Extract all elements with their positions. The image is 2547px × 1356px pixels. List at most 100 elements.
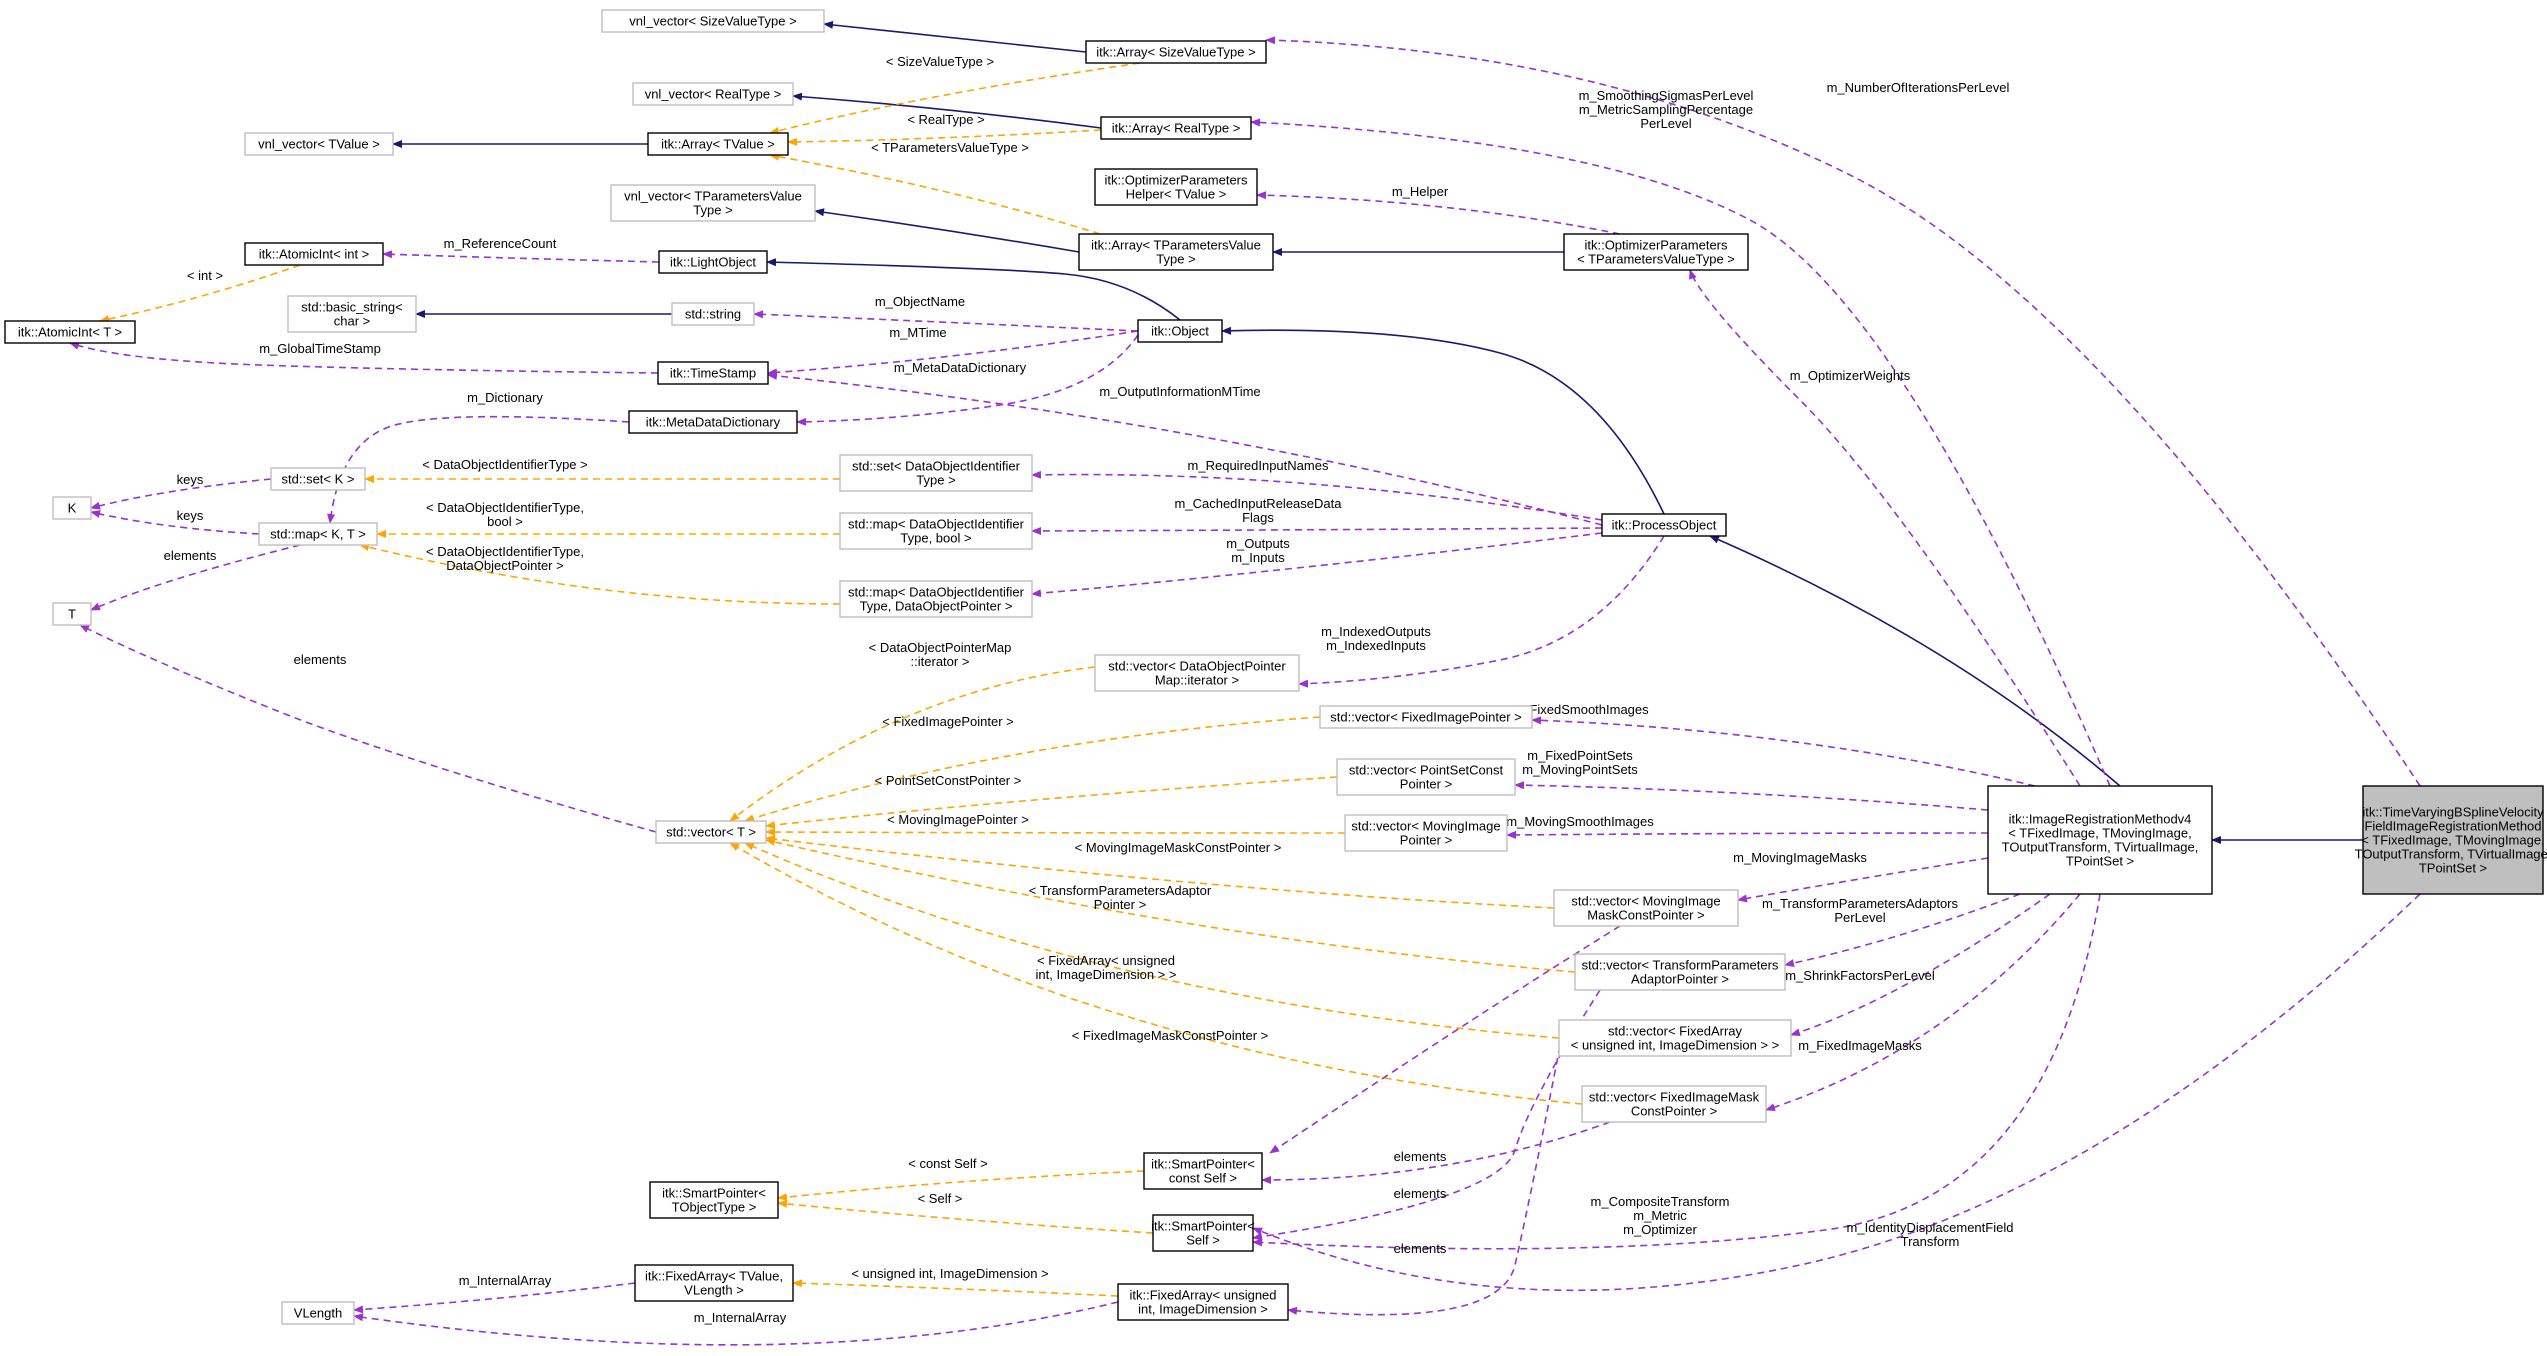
class-node-label: itk::AtomicInt< T > [18,325,122,340]
class-node-label: T [68,607,76,622]
class-node-process-obj[interactable]: itk::ProcessObject [1601,513,1727,537]
class-node-vnl-size[interactable]: vnl_vector< SizeValueType > [601,9,825,33]
class-node-vec-fa[interactable]: std::vector< FixedArray< unsigned int, I… [1558,1019,1792,1057]
class-node-box [1085,40,1267,64]
class-node-k[interactable]: K [52,496,92,520]
class-node-sp-to[interactable]: itk::SmartPointer<TObjectType > [649,1181,779,1219]
edge-label-line: m_OutputInformationMTime [1099,384,1260,399]
class-node-timestamp[interactable]: itk::TimeStamp [657,361,769,385]
edge-label-line: DataObjectPointer > [446,558,563,573]
class-node-opt-params[interactable]: itk::OptimizerParameters< TParametersVal… [1563,233,1749,271]
class-node-label-line: std::vector< T > [666,825,756,840]
class-node-label: vnl_vector< TValue > [258,137,380,152]
edge-label-line: m_Helper [1392,184,1449,199]
class-node-label-line: char > [334,314,371,329]
class-node-label-line: vnl_vector< TValue > [258,137,380,152]
edge-member-tvbs-to-sp-self [1252,893,2421,1292]
class-node-vlength[interactable]: VLength [281,1301,355,1325]
edge-label: m_FixedSmoothImages [1511,702,1649,717]
class-node-sp-self[interactable]: itk::SmartPointer<Self > [1151,1214,1255,1252]
class-node-irm4[interactable]: itk::ImageRegistrationMethodv4< TFixedIm… [1987,785,2213,895]
edge-member-opt-params-to-opt-helper [1256,191,1621,235]
class-node-atomic-t[interactable]: itk::AtomicInt< T > [4,320,136,344]
edge-label-line: m_CachedInputReleaseData [1175,496,1343,511]
class-node-vnl-real[interactable]: vnl_vector< RealType > [632,82,794,106]
class-node-meta-dict[interactable]: itk::MetaDataDictionary [628,410,798,434]
edge-label: < FixedImagePointer > [882,714,1014,729]
edge-label-line: m_MetaDataDictionary [894,360,1027,375]
class-node-atomic-int[interactable]: itk::AtomicInt< int > [244,242,384,266]
edge-label: m_OutputInformationMTime [1099,384,1260,399]
class-node-label-line: TPointSet > [2419,861,2487,876]
class-node-label-line: std::vector< DataObjectPointer [1108,659,1286,674]
class-node-set-k[interactable]: std::set< K > [270,467,366,491]
class-node-label-line: itk::Object [1151,324,1209,339]
class-node-fa-tvalue[interactable]: itk::FixedArray< TValue,VLength > [634,1264,794,1302]
edge-label-line: Transform [1901,1234,1960,1249]
edge-label: m_GlobalTimeStamp [259,341,381,356]
class-node-label-line: std::map< K, T > [270,527,366,542]
edge-label-line: m_MetricSamplingPercentage [1579,102,1753,117]
edge-template-sp-const-to-sp-to [777,1170,1145,1202]
class-node-arr-real[interactable]: itk::Array< RealType > [1100,116,1252,140]
edge-label: m_ShrinkFactorsPerLevel [1785,968,1935,983]
edge-template-vec-tpap-to-vec-t [765,838,1576,973]
class-node-box [1117,1283,1289,1321]
class-node-box [1078,233,1274,271]
edge-label-line: elements [294,652,347,667]
class-node-basic-string[interactable]: std::basic_string<char > [287,295,417,333]
class-node-label-line: ConstPointer > [1631,1104,1717,1119]
class-node-itk-object[interactable]: itk::Object [1137,319,1223,343]
edge-member-process-obj-to-map-bool [1031,526,1603,535]
class-node-light-obj[interactable]: itk::LightObject [658,250,768,274]
edge-label-line: Flags [1242,510,1274,525]
class-node-vnl-tvalue[interactable]: vnl_vector< TValue > [244,132,394,156]
edge-label-line: m_GlobalTimeStamp [259,341,381,356]
class-node-sp-const[interactable]: itk::SmartPointer<const Self > [1143,1152,1263,1190]
class-node-box [658,250,768,274]
edge-label: < int > [187,268,223,283]
class-node-label-line: itk::FixedArray< TValue, [645,1269,783,1284]
edge-member-tvbs-to-arr-size [1265,36,2421,787]
class-node-label: std::map< K, T > [270,527,366,542]
edge-label-line: < DataObjectIdentifierType, [426,544,584,559]
edge-member-process-obj-to-map-dop [1031,532,1603,598]
class-node-vec-fip[interactable]: std::vector< FixedImagePointer > [1319,705,1533,729]
class-node-box [244,242,384,266]
class-node-std-string[interactable]: std::string [671,302,755,326]
class-node-vec-t[interactable]: std::vector< T > [655,820,767,844]
edge-template-arr-tparam-to-arr-tvalue [769,152,1101,235]
class-node-label-line: TPointSet > [2066,854,2134,869]
class-node-label-line: std::set< K > [282,472,355,487]
edge-label: elements [1394,1149,1447,1164]
class-node-label-line: < TParametersValueType > [1577,252,1735,267]
edge-template-vec-fa-to-vec-t [744,842,1560,1039]
edge-member-vec-fa-to-fa-uint [1287,1045,1561,1316]
class-node-label-line: itk::OptimizerParameters [1584,238,1728,253]
class-node-arr-size[interactable]: itk::Array< SizeValueType > [1085,40,1267,64]
class-node-map-kt[interactable]: std::map< K, T > [258,522,378,546]
edge-label: elements [1394,1186,1447,1201]
edge-member-meta-dict-to-map-kt [327,415,630,524]
class-node-arr-tvalue[interactable]: itk::Array< TValue > [647,132,789,156]
class-node-label: VLength [294,1306,342,1321]
class-node-t[interactable]: T [52,602,92,626]
